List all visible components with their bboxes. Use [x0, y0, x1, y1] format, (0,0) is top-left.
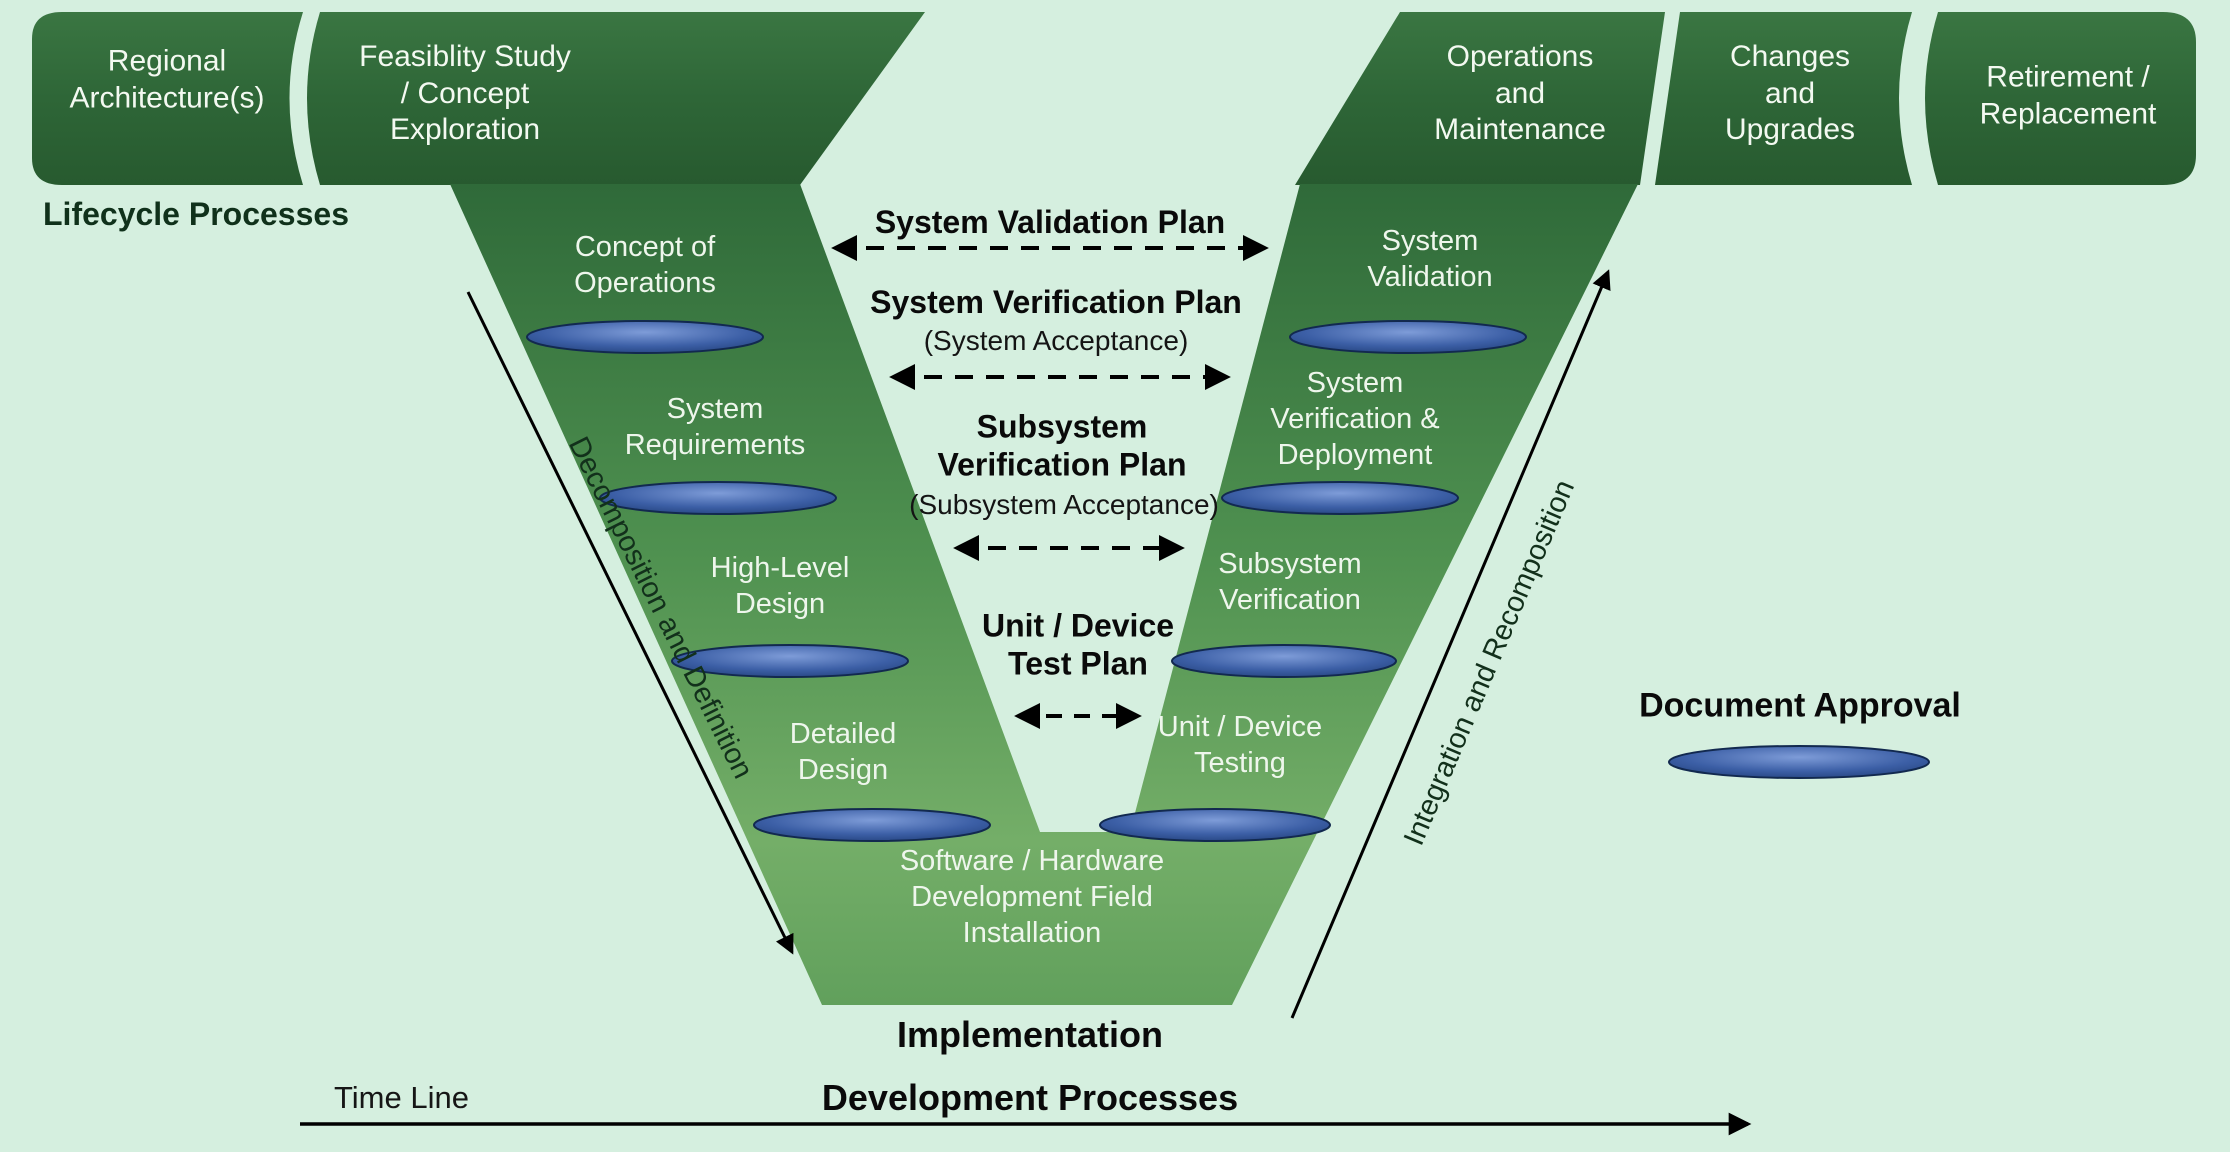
stage-system-requirements: System Requirements — [624, 393, 806, 461]
document-approval-label: Document Approval — [1639, 686, 1961, 725]
banner-label-changes: Changes and Upgrades — [1724, 40, 1856, 147]
stage-software-hardware-development: Software / Hardware Development Field In… — [899, 845, 1165, 949]
decomposition-arrow — [466, 291, 794, 955]
stage-concept-of-operations: Concept of Operations — [574, 231, 716, 299]
subsystem-acceptance-label: (Subsystem Acceptance) — [909, 488, 1219, 520]
document-approval-marker — [753, 808, 991, 842]
v-shape — [450, 184, 1638, 1005]
document-approval-marker — [1171, 644, 1397, 678]
lifecycle-processes-label: Lifecycle Processes — [43, 196, 349, 232]
document-approval-marker — [1289, 320, 1527, 354]
development-processes-label: Development Processes — [821, 1077, 1239, 1118]
stage-system-verification-deployment: System Verification & Deployment — [1270, 367, 1440, 471]
subsystem-verification-plan-label: Subsystem Verification Plan — [937, 408, 1187, 483]
implementation-label: Implementation — [896, 1014, 1164, 1055]
system-acceptance-label: (System Acceptance) — [923, 324, 1189, 356]
banner-segment-feasibility — [307, 12, 925, 185]
stage-unit-device-testing: Unit / Device Testing — [1157, 711, 1323, 779]
banner-segment-retirement — [1925, 12, 2196, 185]
document-approval-marker — [526, 320, 764, 354]
banner-label-regional: Regional Architecture(s) — [69, 44, 265, 114]
document-approval-marker — [1099, 808, 1331, 842]
banner-label-feasibility: Feasiblity Study / Concept Exploration — [359, 40, 571, 147]
timeline-label: Time Line — [334, 1080, 469, 1115]
unit-device-test-plan-label: Unit / Device Test Plan — [981, 607, 1175, 682]
stage-system-validation: System Validation — [1367, 225, 1493, 293]
stage-subsystem-verification: Subsystem Verification — [1218, 548, 1362, 616]
banner-segment-changes — [1655, 12, 1912, 185]
stage-high-level-design: High-Level Design — [710, 552, 850, 620]
banner-label-retirement: Retirement / Replacement — [1979, 60, 2157, 130]
banner-segment-regional — [32, 12, 303, 185]
banner-label-operations: Operations and Maintenance — [1434, 40, 1606, 147]
document-approval-legend-marker — [1668, 745, 1930, 779]
banner-segment-operations — [1295, 12, 1665, 185]
document-approval-marker — [671, 644, 909, 678]
document-approval-marker — [599, 481, 837, 515]
stage-detailed-design: Detailed Design — [789, 718, 897, 786]
system-validation-plan-label: System Validation Plan — [874, 203, 1226, 240]
system-verification-plan-label: System Verification Plan — [870, 283, 1242, 320]
integration-arrow — [1290, 269, 1611, 1019]
document-approval-marker — [1221, 481, 1459, 515]
